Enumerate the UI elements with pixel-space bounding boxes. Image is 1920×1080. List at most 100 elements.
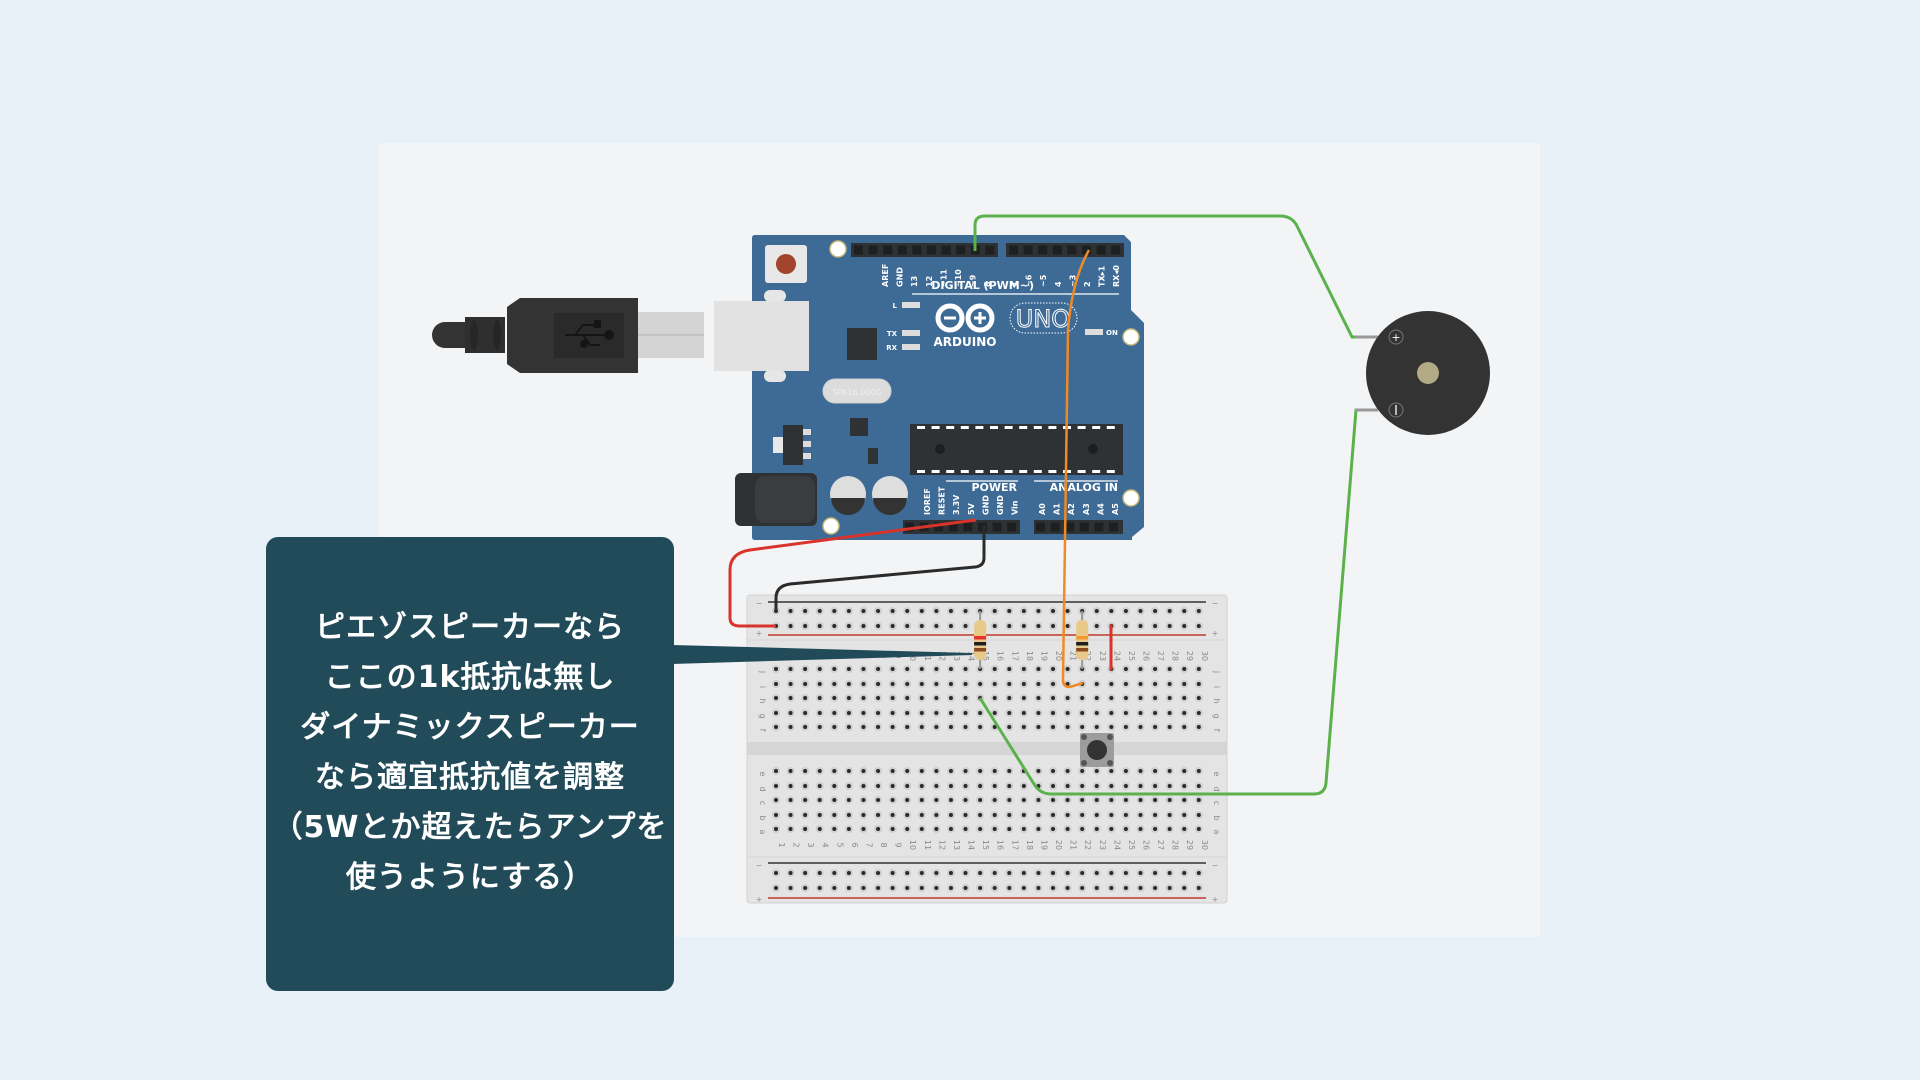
- column-number: 26: [1142, 651, 1151, 661]
- led-on: [1085, 329, 1103, 335]
- breadboard-hole-center: [1196, 827, 1201, 831]
- breadboard-hole-center: [1036, 769, 1041, 773]
- reset-button-cap[interactable]: [776, 254, 796, 274]
- row-label: f: [1212, 729, 1221, 732]
- resistor-1[interactable]: [974, 611, 987, 669]
- header-socket[interactable]: [1094, 522, 1104, 532]
- power-header[interactable]: [903, 520, 1020, 534]
- breadboard-hole-center: [1196, 769, 1201, 773]
- breadboard-hole-center: [919, 624, 924, 628]
- digital-header-right[interactable]: [1006, 243, 1124, 257]
- header-socket[interactable]: [905, 522, 914, 532]
- breadboard-hole-center: [948, 784, 953, 788]
- breadboard-hole-center: [1182, 696, 1187, 700]
- header-socket[interactable]: [1082, 245, 1091, 255]
- header-socket[interactable]: [1111, 245, 1121, 255]
- breadboard-hole-center: [1138, 871, 1143, 875]
- usb-cable[interactable]: [432, 298, 704, 373]
- led-tx: [902, 330, 920, 336]
- breadboard-hole-center: [832, 711, 837, 715]
- header-socket[interactable]: [1065, 522, 1075, 532]
- breadboard-hole-center: [978, 798, 983, 802]
- header-socket[interactable]: [941, 245, 951, 255]
- green-wire-piezo-to-breadboard[interactable]: [978, 408, 1370, 796]
- column-number: 19: [1039, 840, 1048, 850]
- header-socket[interactable]: [1067, 245, 1077, 255]
- header-socket[interactable]: [1052, 245, 1062, 255]
- column-number: 4: [821, 842, 830, 847]
- chip-pin: [1004, 426, 1013, 429]
- breadboard-hole-center: [861, 798, 866, 802]
- orange-wire-pin2[interactable]: [1061, 249, 1091, 689]
- header-socket[interactable]: [992, 522, 1002, 532]
- header-socket[interactable]: [912, 245, 922, 255]
- resistor-2[interactable]: [1076, 611, 1089, 669]
- breadboard-hole-center: [1094, 827, 1099, 831]
- breadboard-hole-center: [1080, 798, 1085, 802]
- breadboard-hole-center: [846, 725, 851, 729]
- breadboard-hole-center: [788, 711, 793, 715]
- header-socket[interactable]: [1023, 245, 1033, 255]
- black-wire-gnd[interactable]: [774, 525, 986, 611]
- pushbutton[interactable]: [1080, 733, 1114, 767]
- rail-plus-label: +: [1212, 895, 1219, 904]
- breadboard-hole-center: [774, 769, 778, 773]
- piezo-buzzer[interactable]: +: [1355, 311, 1490, 435]
- header-socket[interactable]: [868, 245, 878, 255]
- digital-pin-label: ~9: [969, 274, 978, 287]
- breadboard-hole-center: [1167, 682, 1172, 686]
- breadboard-hole-center: [919, 784, 924, 788]
- header-socket[interactable]: [1007, 522, 1017, 532]
- breadboard-hole-center: [1109, 871, 1114, 875]
- header-socket[interactable]: [1109, 522, 1118, 532]
- breadboard-hole-center: [992, 667, 997, 671]
- breadboard-hole-center: [876, 886, 881, 890]
- column-number: 29: [1185, 840, 1194, 850]
- breadboard-hole-center: [963, 725, 968, 729]
- header-socket[interactable]: [1009, 245, 1018, 255]
- breadboard-hole-center: [1080, 696, 1085, 700]
- resistor-band: [974, 648, 987, 652]
- header-socket[interactable]: [883, 245, 893, 255]
- callout-line-2: ここの1k抵抗は無し: [324, 660, 616, 695]
- breadboard-hole-center: [846, 682, 851, 686]
- header-socket[interactable]: [1050, 522, 1060, 532]
- led-tx-label: TX: [887, 330, 898, 338]
- header-socket[interactable]: [1079, 522, 1089, 532]
- header-socket[interactable]: [948, 522, 958, 532]
- header-socket[interactable]: [1036, 522, 1045, 532]
- breadboard-hole-center: [1094, 624, 1099, 628]
- green-wire-pin9-to-piezo[interactable]: [973, 214, 1370, 339]
- pushbutton-cap[interactable]: [1087, 740, 1107, 760]
- header-socket[interactable]: [956, 245, 966, 255]
- breadboard-hole-center: [934, 624, 939, 628]
- column-number: 5: [835, 842, 844, 847]
- header-socket[interactable]: [985, 245, 995, 255]
- breadboard-hole-center: [1138, 696, 1143, 700]
- breadboard-hole-center: [934, 682, 939, 686]
- row-label: i: [1212, 686, 1221, 688]
- header-socket[interactable]: [934, 522, 944, 532]
- breadboard-hole-center: [1021, 667, 1026, 671]
- breadboard-hole-center: [1138, 784, 1143, 788]
- breadboard-hole-center: [890, 784, 895, 788]
- header-socket[interactable]: [1096, 245, 1106, 255]
- header-socket[interactable]: [854, 245, 863, 255]
- breadboard-hole-center: [1007, 624, 1012, 628]
- piezo-center: [1417, 362, 1439, 384]
- header-socket[interactable]: [963, 522, 973, 532]
- breadboard-hole-center: [1051, 827, 1056, 831]
- breadboard-hole-center: [832, 871, 837, 875]
- header-socket[interactable]: [1038, 245, 1048, 255]
- chip-pin: [975, 470, 984, 473]
- breadboard-hole-center: [1036, 609, 1041, 613]
- red-wire-5v[interactable]: [728, 518, 977, 628]
- chip-pin: [946, 426, 955, 429]
- chip-pin: [917, 426, 925, 429]
- breadboard-hole-center: [1123, 624, 1128, 628]
- breadboard[interactable]: 1122334455667788991010111112121313141415…: [746, 594, 1228, 904]
- header-socket[interactable]: [897, 245, 907, 255]
- breadboard-hole-center: [992, 725, 997, 729]
- header-socket[interactable]: [927, 245, 936, 255]
